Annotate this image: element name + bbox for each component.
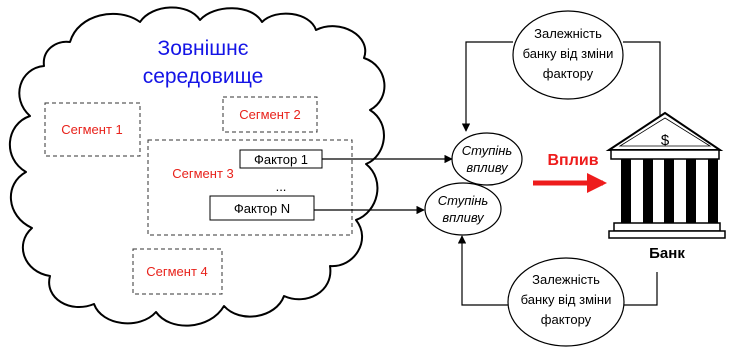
factor-1-label: Фактор 1 [254, 152, 308, 167]
factor-n-box [209, 195, 315, 221]
segment-2-label: Сегмент 2 [239, 107, 301, 122]
influence-degree-2-line2: впливу [442, 210, 485, 225]
influence-degree-ellipse-1 [451, 132, 523, 186]
feedback-arrow-bottom [457, 235, 508, 306]
segment-3-label: Сегмент 3 [172, 166, 234, 181]
dependency-top-line1: Залежність [534, 26, 602, 41]
influence-degree-1-line2: впливу [466, 160, 509, 175]
feedback-line-bottom [624, 272, 658, 306]
factor-n-label: Фактор N [234, 201, 290, 216]
dependency-bottom-line1: Залежність [532, 272, 600, 287]
dependency-ellipse-top [512, 10, 624, 100]
influence-degree-ellipse-2 [424, 182, 502, 236]
factor-ellipsis: ... [276, 179, 287, 194]
bank-label: Банк [649, 245, 685, 262]
segment-1-box [44, 102, 141, 157]
environment-title-line1: Зовнішнє [158, 37, 249, 60]
feedback-arrow-top [461, 41, 513, 132]
bank-icon [605, 111, 726, 239]
segment-4-box [132, 248, 223, 295]
dependency-top-line2: банку від зміни [523, 46, 614, 61]
dependency-ellipse-bottom [507, 257, 625, 347]
segment-1-label: Сегмент 1 [61, 122, 123, 137]
influence-label: Вплив [547, 152, 598, 169]
segment-2-box [222, 96, 318, 133]
feedback-line-top [623, 41, 661, 128]
environment-title-line2: середовище [143, 65, 264, 88]
dependency-bottom-line3: фактору [541, 312, 592, 327]
influence-degree-2-line1: Ступінь [438, 193, 489, 208]
dependency-bottom-line2: банку від зміни [521, 292, 612, 307]
dependency-top-line3: фактору [543, 66, 594, 81]
segment-4-label: Сегмент 4 [146, 264, 208, 279]
influence-degree-1-line1: Ступінь [462, 143, 513, 158]
bank-dollar-symbol: $ [661, 132, 670, 149]
